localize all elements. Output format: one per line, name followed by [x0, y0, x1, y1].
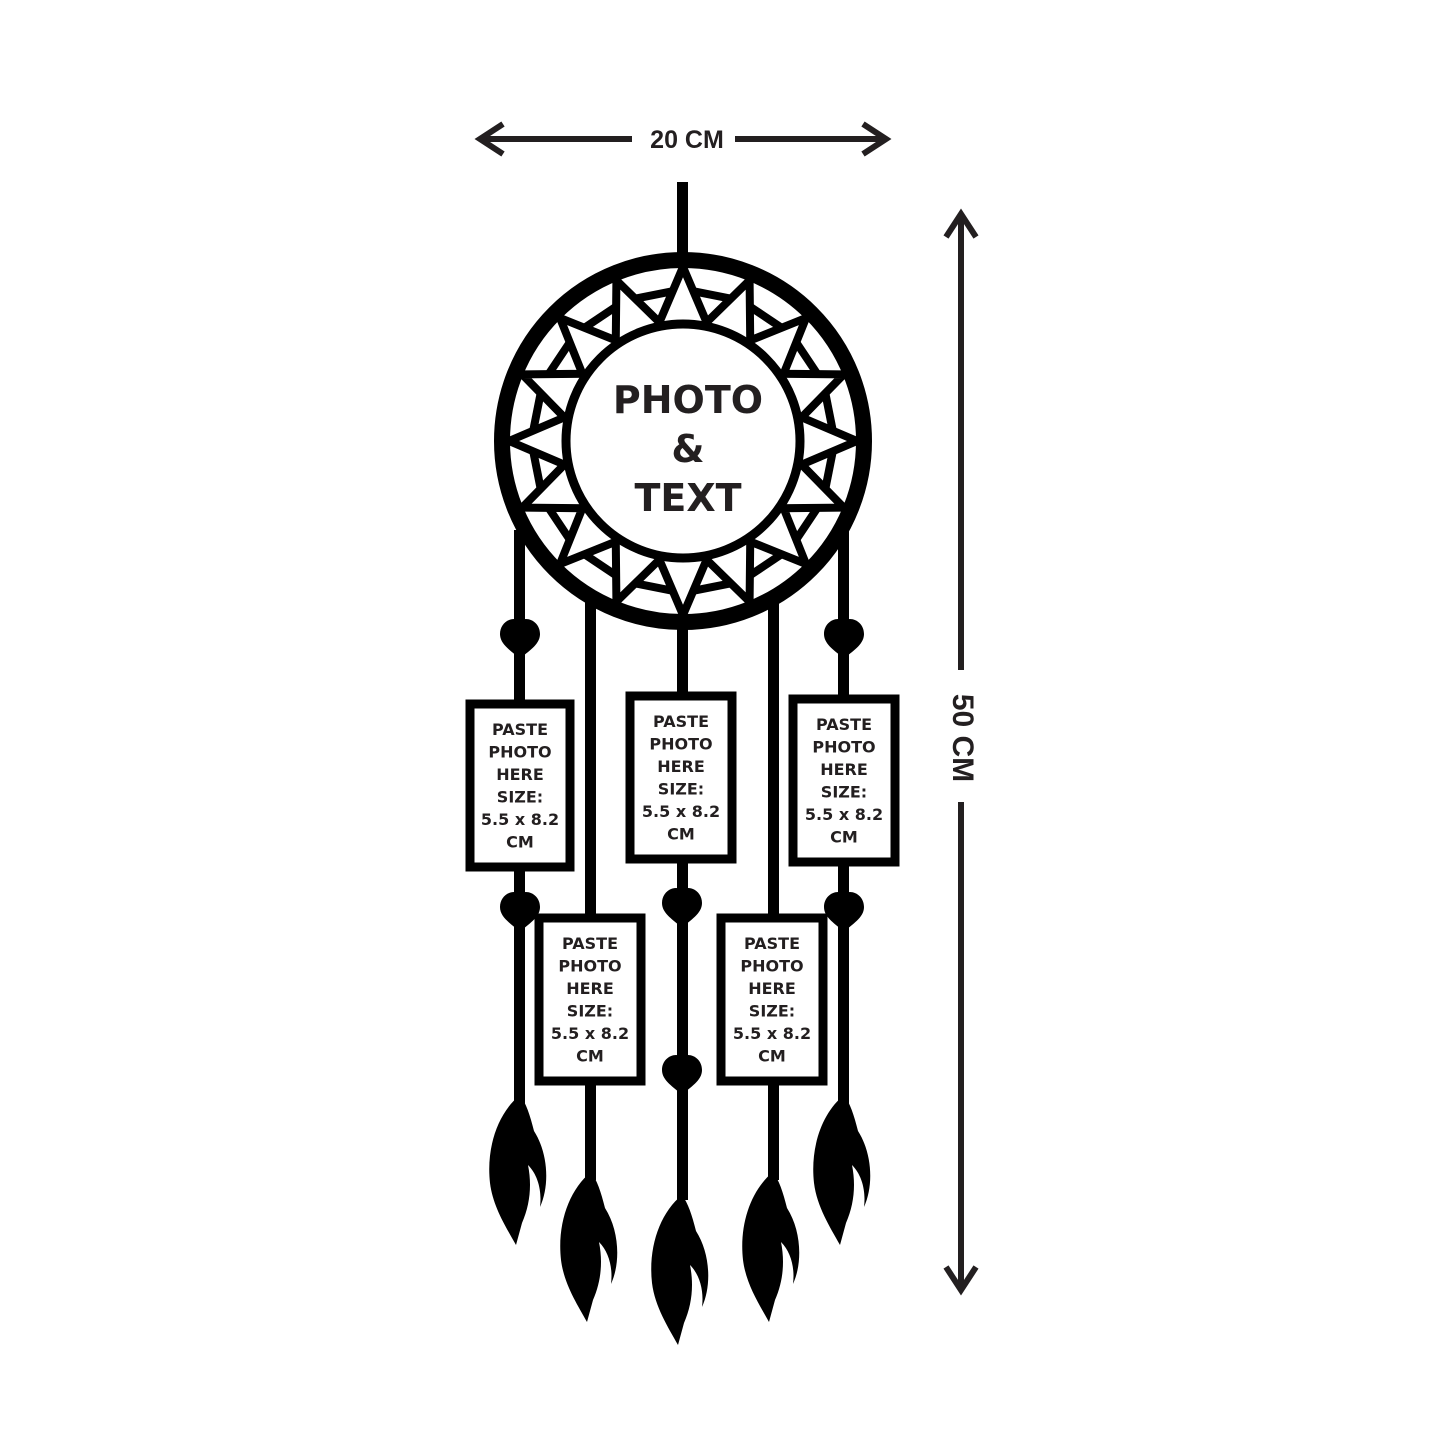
center-text-line3: TEXT	[634, 476, 741, 520]
heart-icon	[662, 888, 702, 928]
photo-frame-lower-left: PASTE PHOTO HERE SIZE: 5.5 x 8.2CM	[534, 913, 646, 1086]
width-label: 20 CM	[650, 126, 724, 154]
frame-text-line: 5.5 x 8.2	[805, 805, 883, 824]
heart-icon	[500, 892, 540, 932]
frame-text-line: PHOTO	[558, 957, 621, 976]
frame-text-line: PASTE	[653, 712, 709, 731]
photo-frame-lower-right: PASTE PHOTO HERE SIZE: 5.5 x 8.2CM	[716, 913, 828, 1086]
frame-text-line: 5.5 x 8.2	[481, 810, 559, 829]
frame-text-line: CM	[830, 828, 858, 847]
feather-icon	[560, 1172, 618, 1322]
frame-text-line: CM	[758, 1047, 786, 1066]
heart-icon	[824, 892, 864, 932]
height-dimension-arrow: 50 CM	[943, 208, 979, 1296]
width-dimension-arrow: 20 CM	[474, 121, 892, 157]
photo-frame-upper-left: PASTE PHOTO HERE SIZE: 5.5 x 8.2CM	[465, 699, 575, 872]
frame-text-line: HERE	[657, 757, 705, 776]
center-photo-text-area: PHOTO & TEXT	[613, 378, 763, 520]
feather-icon	[489, 1095, 547, 1245]
frame-text-line: HERE	[820, 760, 868, 779]
frame-text-line: HERE	[748, 979, 796, 998]
center-text-line2: &	[671, 427, 704, 471]
frame-text-line: PASTE	[816, 715, 872, 734]
frame-text-line: SIZE:	[658, 780, 704, 799]
heart-icon	[662, 1055, 702, 1095]
photo-frame-upper-right: PASTE PHOTO HERE SIZE: 5.5 x 8.2CM	[788, 694, 900, 867]
photo-frame-upper-center: PASTE PHOTO HERE SIZE: 5.5 x 8.2CM	[625, 691, 737, 864]
frame-text-line: 5.5 x 8.2	[733, 1024, 811, 1043]
feather-icon	[742, 1172, 800, 1322]
heart-icon	[500, 619, 540, 659]
frame-text-line: CM	[667, 825, 695, 844]
heart-icon	[824, 619, 864, 659]
frame-text-line: SIZE:	[821, 783, 867, 802]
frame-text-line: PASTE	[562, 934, 618, 953]
frame-text-line: CM	[506, 833, 534, 852]
frame-text-line: HERE	[566, 979, 614, 998]
frame-text-line: CM	[576, 1047, 604, 1066]
center-text-line1: PHOTO	[613, 378, 763, 422]
frame-text-line: PHOTO	[649, 735, 712, 754]
frame-text-line: PHOTO	[740, 957, 803, 976]
frame-text-line: SIZE:	[567, 1002, 613, 1021]
frame-text-line: PHOTO	[488, 743, 551, 762]
frame-text-line: 5.5 x 8.2	[642, 802, 720, 821]
hanger-bar	[677, 182, 688, 254]
frame-text-line: SIZE:	[749, 1002, 795, 1021]
feather-icon	[651, 1195, 709, 1345]
frame-text-line: HERE	[496, 765, 544, 784]
frame-text-line: PASTE	[492, 720, 548, 739]
frame-text-line: PHOTO	[812, 738, 875, 757]
height-label: 50 CM	[946, 694, 979, 782]
frame-text-line: 5.5 x 8.2	[551, 1024, 629, 1043]
frame-text-line: PASTE	[744, 934, 800, 953]
feather-icon	[813, 1095, 871, 1245]
frame-text-line: SIZE:	[497, 788, 543, 807]
